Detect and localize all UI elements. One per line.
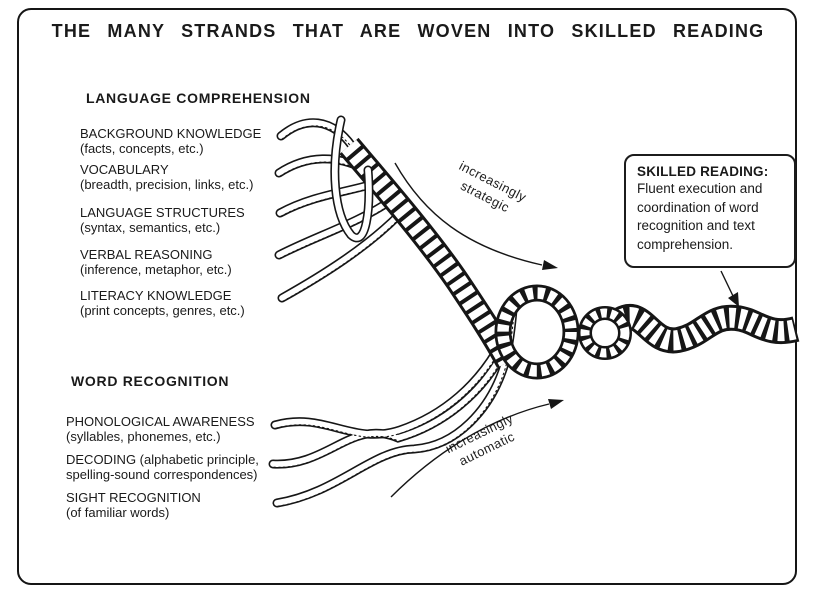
lc-item-label: BACKGROUND KNOWLEDGE	[80, 126, 262, 141]
callout-arrow	[720, 270, 739, 307]
wr-item-label: DECODING (alphabetic principle,	[66, 452, 259, 467]
wr-item-detail: spelling-sound correspondences)	[66, 467, 258, 482]
lc-item-vocabulary: VOCABULARY (breadth, precision, links, e…	[80, 162, 253, 192]
strategic-arrow	[394, 162, 558, 270]
callout-heading: SKILLED READING:	[637, 164, 769, 179]
wr-item-detail: (syllables, phonemes, etc.)	[66, 429, 221, 444]
wr-item-decoding: DECODING (alphabetic principle, spelling…	[66, 452, 259, 482]
lc-item-label: VERBAL REASONING	[80, 247, 213, 262]
lc-item-verbal-reasoning: VERBAL REASONING (inference, metaphor, e…	[80, 247, 232, 277]
lc-item-background-knowledge: BACKGROUND KNOWLEDGE (facts, concepts, e…	[80, 126, 261, 156]
lc-item-literacy-knowledge: LITERACY KNOWLEDGE (print concepts, genr…	[80, 288, 245, 318]
word-recognition-heading: WORD RECOGNITION	[71, 373, 230, 389]
automatic-arrow	[390, 399, 564, 498]
diagram-title: THE MANY STRANDS THAT ARE WOVEN INTO SKI…	[51, 21, 765, 41]
diagram-frame	[17, 8, 797, 585]
wr-item-label: PHONOLOGICAL AWARENESS	[66, 414, 255, 429]
wr-item-label: SIGHT RECOGNITION	[66, 490, 201, 505]
lc-item-detail: (facts, concepts, etc.)	[80, 141, 204, 156]
lc-item-detail: (syntax, semantics, etc.)	[80, 220, 221, 235]
rope-loop-large	[494, 284, 580, 380]
wr-item-detail: (of familiar words)	[66, 505, 170, 520]
callout-body: Fluent execution and coordination of wor…	[637, 181, 763, 252]
lc-item-detail: (print concepts, genres, etc.)	[80, 303, 245, 318]
wr-item-sight-recognition: SIGHT RECOGNITION (of familiar words)	[66, 490, 201, 520]
language-comprehension-heading: LANGUAGE COMPREHENSION	[86, 90, 311, 106]
lc-item-label: VOCABULARY	[80, 162, 169, 177]
lc-item-label: LITERACY KNOWLEDGE	[80, 288, 232, 303]
rope-loop-small	[578, 306, 632, 360]
wr-item-phonological-awareness: PHONOLOGICAL AWARENESS (syllables, phone…	[66, 414, 255, 444]
skilled-reading-callout: SKILLED READING: Fluent execution and co…	[624, 154, 796, 268]
lc-item-label: LANGUAGE STRUCTURES	[80, 205, 245, 220]
lc-item-detail: (breadth, precision, links, etc.)	[80, 177, 254, 192]
lc-item-detail: (inference, metaphor, etc.)	[80, 262, 232, 277]
rope-braid-right	[620, 317, 796, 340]
lc-item-language-structures: LANGUAGE STRUCTURES (syntax, semantics, …	[80, 205, 245, 235]
